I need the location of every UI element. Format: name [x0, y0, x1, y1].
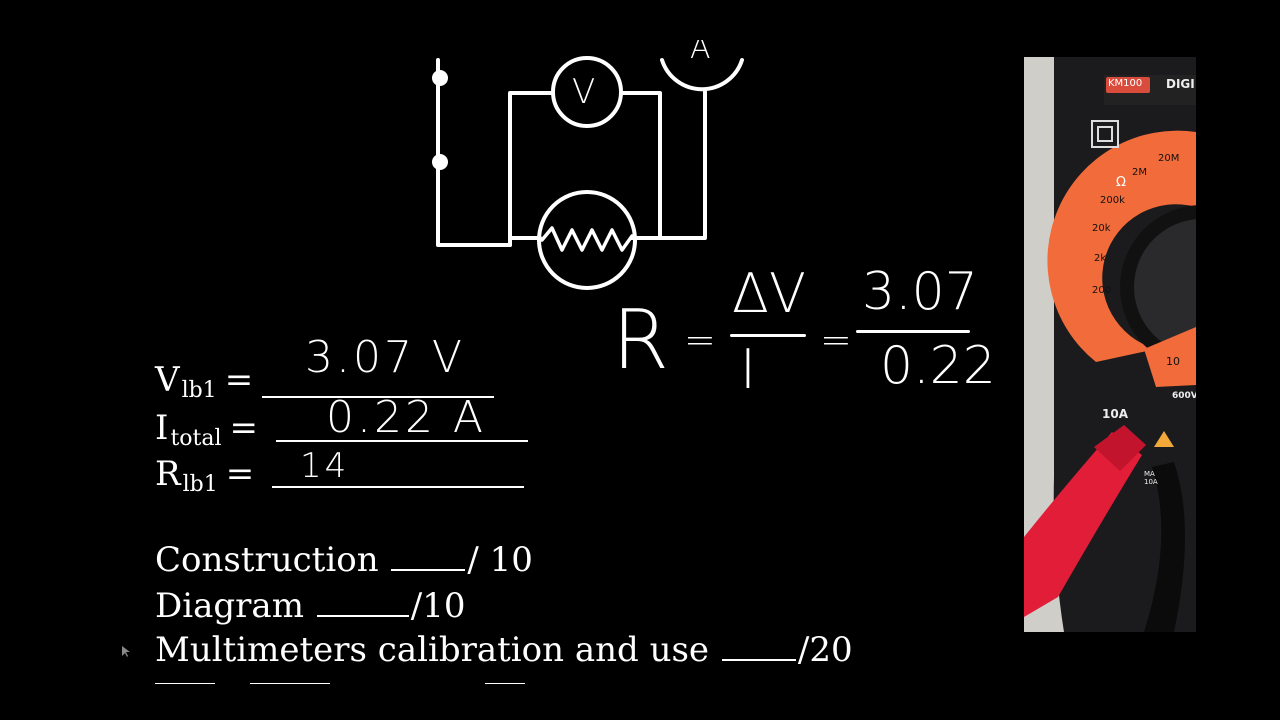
current-subscript: total	[170, 426, 222, 451]
circuit-diagram	[432, 56, 744, 290]
range-2k: 2k	[1094, 253, 1107, 264]
score-blank	[391, 561, 466, 571]
voltage-rating: 600V	[1172, 391, 1196, 401]
terminal-dot	[432, 70, 448, 86]
score-blank	[316, 607, 409, 617]
current-value: 0.22 A	[325, 392, 487, 443]
multimeter-model: DIGI	[1166, 77, 1195, 91]
fraction-line-1	[730, 334, 806, 337]
voltage-equals: =	[224, 360, 254, 400]
rubric-score: / 10	[467, 540, 533, 580]
voltage-subscript: lb1	[181, 378, 217, 403]
multimeter-illustration	[1024, 57, 1196, 632]
rubric-label: Construction	[155, 540, 379, 580]
equation-current: I	[740, 338, 756, 401]
rubric-cutoff-line	[155, 676, 565, 684]
equation-equals-2: =	[820, 318, 852, 362]
resistance-blank	[272, 452, 524, 488]
current-row: I total =	[155, 408, 259, 451]
terminal-dot	[432, 154, 448, 170]
range-200k: 200k	[1100, 195, 1125, 206]
voltmeter-branch	[508, 91, 554, 247]
voltmeter-label: V	[572, 72, 596, 112]
circuit-left-wire	[436, 58, 512, 247]
equation-value-numerator: 3.07	[862, 262, 978, 322]
fraction-line-2	[856, 330, 970, 333]
voltmeter-circle	[551, 56, 623, 128]
rubric-construction: Construction / 10	[155, 540, 533, 580]
equation-equals-1: =	[684, 318, 716, 362]
range-20k: 20k	[1092, 223, 1111, 234]
resistor-circle	[537, 190, 637, 290]
resistance-equals: =	[225, 454, 255, 494]
rubric-score: /10	[410, 586, 466, 626]
current-symbol: I	[155, 408, 169, 448]
multimeter-brand: KM100	[1108, 78, 1143, 89]
range-20m: 20M	[1158, 153, 1180, 164]
ammeter-circle	[660, 58, 744, 92]
voltmeter-branch-right	[620, 91, 662, 240]
range-2m: 2M	[1132, 167, 1147, 178]
resistor-branch-right	[630, 88, 707, 240]
range-200: 200	[1092, 285, 1112, 296]
rubric-score: /20	[797, 630, 853, 670]
ammeter-label: A	[690, 40, 711, 60]
rubric-diagram: Diagram /10	[155, 586, 465, 626]
equation-value-denominator: 0.22	[880, 336, 996, 396]
resistance-subscript: lb1	[182, 472, 218, 497]
rubric-label: Diagram	[155, 586, 304, 626]
rubric-multimeters: Multimeters calibration and use /20	[155, 630, 853, 670]
resistor-zigzag	[540, 226, 634, 252]
voltage-blank	[262, 362, 494, 398]
ohm-symbol: Ω	[1116, 175, 1126, 190]
port-10a-label: 10A	[1102, 407, 1128, 421]
voltage-value: 3.07 V	[304, 332, 466, 383]
resistance-row: R lb1 =	[155, 454, 255, 497]
resistance-symbol: R	[155, 454, 181, 494]
voltage-symbol: V	[155, 360, 180, 400]
multimeter-photo: KM100 DIGI Ω 20M 2M 200k 20k 2k 200 10 1…	[1024, 57, 1196, 632]
diode-range: 10	[1166, 355, 1180, 368]
voltage-row: V lb1 =	[155, 360, 254, 403]
current-equals: =	[229, 408, 259, 448]
port-ma-label: MA 10A	[1144, 470, 1158, 486]
score-blank	[721, 651, 796, 661]
equation-resistance-symbol: R	[612, 293, 669, 388]
resistance-value: 14	[300, 446, 350, 486]
current-blank	[276, 406, 528, 442]
equation-delta-v: ΔV	[732, 262, 806, 325]
mouse-cursor-icon	[122, 646, 130, 657]
rubric-label: Multimeters calibration and use	[155, 630, 710, 670]
